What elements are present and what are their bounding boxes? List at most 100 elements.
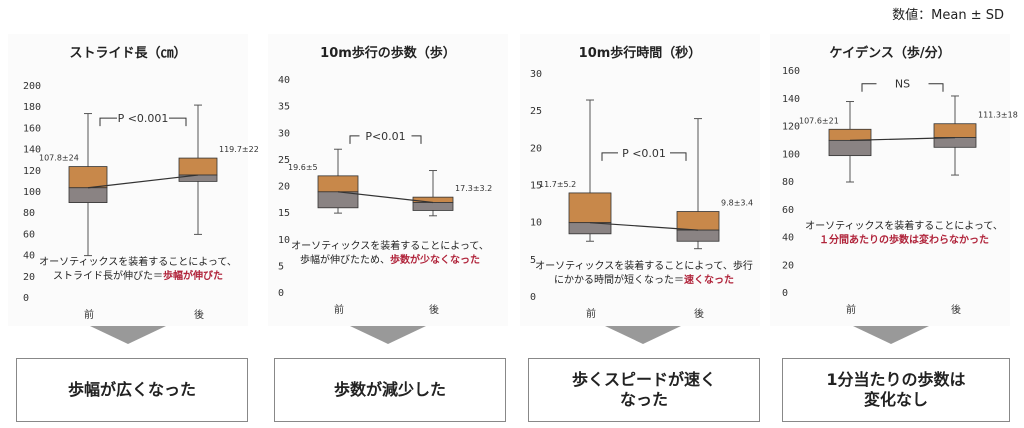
box-lower-quartile <box>412 202 454 211</box>
y-tick-label: 30 <box>530 69 542 80</box>
conclusion-box-time: 歩くスピードが速く なった <box>528 358 760 422</box>
significance-bracket <box>349 135 360 144</box>
significance-label: P <0.001 <box>118 112 169 125</box>
conclusion-box-cadence: 1分当たりの歩数は 変化なし <box>782 358 1010 422</box>
stride-length-plot: 020406080100120140160180200107.8±24前119.… <box>23 81 259 321</box>
chart-title: ケイデンス（歩/分） <box>829 46 951 61</box>
box-lower-quartile <box>676 229 720 242</box>
y-tick-label: 40 <box>23 251 35 262</box>
y-tick-label: 30 <box>278 128 290 139</box>
box-upper-quartile <box>412 196 454 203</box>
significance-label: P<0.01 <box>365 130 405 143</box>
significance-bracket <box>861 83 877 92</box>
box-lower-quartile <box>933 137 977 148</box>
y-tick-label: 140 <box>23 145 41 156</box>
step-count-chart-panel: 10m歩行の歩数（歩） 0 5 10 15 20 25 30 35 40 19.6±5 前 17.3±… <box>268 34 508 326</box>
y-tick-label: 80 <box>782 177 794 188</box>
y-tick-label: 20 <box>278 182 290 193</box>
y-tick-label: 80 <box>23 208 35 219</box>
box-lower-quartile <box>828 139 872 157</box>
mean-sd-label: 17.3±3.2 <box>455 184 492 193</box>
y-tick-label: 60 <box>782 205 794 216</box>
chart-caption: オーソティックスを装着することによって、歩幅が伸びたため、歩数が少なくなった <box>291 241 489 266</box>
x-tick-label: 後 <box>429 303 439 316</box>
y-tick-label: 180 <box>23 102 41 113</box>
down-arrow-icon <box>90 326 166 344</box>
trend-line <box>87 174 199 189</box>
box-upper-quartile <box>676 211 720 231</box>
conclusion-box-stride: 歩幅が広くなった <box>16 358 248 422</box>
step-count-plot: 0 5 10 15 20 25 30 35 40 19.6±5 前 17.3±3.2 後 P<0.01 <box>278 75 492 316</box>
trend-line <box>589 222 699 231</box>
y-tick-label: 160 <box>23 123 41 134</box>
significance-bracket <box>411 135 422 144</box>
mean-sd-label: 9.8±3.4 <box>721 199 753 208</box>
y-tick-label: 0 <box>23 293 29 304</box>
down-arrow-icon <box>350 326 426 344</box>
box-upper-quartile <box>568 192 612 224</box>
box-upper-quartile <box>828 128 872 141</box>
y-tick-label: 20 <box>782 260 794 271</box>
x-tick-label: 前 <box>84 308 94 321</box>
y-tick-label: 60 <box>23 229 35 240</box>
x-tick-label: 前 <box>586 307 596 320</box>
y-tick-label: 0 <box>278 288 284 299</box>
y-tick-label: 10 <box>530 218 542 229</box>
y-tick-label: 25 <box>530 106 542 117</box>
y-tick-label: 40 <box>278 75 290 86</box>
y-tick-label: 20 <box>530 143 542 154</box>
y-tick-label: 0 <box>782 288 788 299</box>
mean-sd-label: 107.8±24 <box>39 154 79 163</box>
trend-line <box>337 191 434 204</box>
y-tick-label: 100 <box>23 187 41 198</box>
y-tick-label: 35 <box>278 102 290 113</box>
mean-sd-label: 119.7±22 <box>219 145 259 154</box>
significance-bracket <box>99 117 117 127</box>
x-tick-label: 後 <box>951 303 961 316</box>
y-tick-label: 20 <box>23 272 35 283</box>
y-tick-label: 10 <box>278 235 290 246</box>
units-note: 数値：Mean ± SD <box>892 8 1004 23</box>
x-tick-label: 前 <box>846 303 856 316</box>
chart-caption: オーソティックスを装着することによって、１分間あたりの歩数は変わらなかった <box>805 221 1003 246</box>
y-tick-label: 140 <box>782 94 800 105</box>
chart-title: 10m歩行の歩数（歩） <box>320 46 456 61</box>
box-lower-quartile <box>68 187 108 203</box>
box-lower-quartile <box>317 191 359 209</box>
down-arrow-icon <box>605 326 681 344</box>
cadence-plot: 0 20 40 60 80 100 120 140 160 107.6±21 前 111.3±18 後 N… <box>782 66 1018 316</box>
box-upper-quartile <box>317 175 359 193</box>
y-tick-label: 120 <box>23 166 41 177</box>
significance-bracket <box>670 152 687 161</box>
y-tick-label: 25 <box>278 155 290 166</box>
box-upper-quartile <box>933 123 977 138</box>
mean-sd-label: 107.6±21 <box>799 116 839 125</box>
x-tick-label: 後 <box>194 308 204 321</box>
mean-sd-label: 19.6±5 <box>288 163 318 172</box>
y-tick-label: 40 <box>782 233 794 244</box>
box-upper-quartile <box>178 157 218 176</box>
y-tick-label: 5 <box>278 261 284 272</box>
chart-title: ストライド長（㎝） <box>69 46 187 61</box>
y-tick-label: 15 <box>278 208 290 219</box>
y-tick-label: 15 <box>530 181 542 192</box>
chart-title: 10m歩行時間（秒） <box>578 46 702 61</box>
mean-sd-label: 11.7±5.2 <box>539 180 576 189</box>
significance-bracket <box>169 117 187 127</box>
chart-caption: オーソティックスを装着することによって、歩行にかかる時間が短くなった＝速くなった <box>535 261 753 286</box>
significance-bracket <box>601 152 618 161</box>
cadence-chart-panel: ケイデンス（歩/分） 0 20 40 60 80 100 120 140 160 107.6±21… <box>770 34 1018 326</box>
significance-label: NS <box>895 78 910 91</box>
x-tick-label: 後 <box>694 307 704 320</box>
mean-sd-label: 111.3±18 <box>978 111 1018 120</box>
y-tick-label: 0 <box>530 292 536 303</box>
y-tick-label: 160 <box>782 66 800 77</box>
x-tick-label: 前 <box>334 303 344 316</box>
box-lower-quartile <box>568 222 612 235</box>
chart-caption: オーソティックスを装着することによって、ストライド長が伸びた＝歩幅が伸びた <box>39 257 237 282</box>
y-tick-label: 120 <box>782 122 800 133</box>
y-tick-label: 100 <box>782 149 800 160</box>
